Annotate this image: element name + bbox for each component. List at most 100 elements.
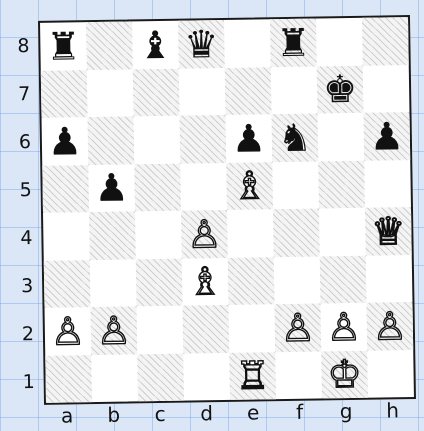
square-e5[interactable]: ♗ xyxy=(226,162,273,210)
square-d7[interactable] xyxy=(179,67,226,115)
piece-h4[interactable]: ♕ xyxy=(371,212,406,251)
rank-label-2: 2 xyxy=(19,323,37,345)
square-e7[interactable] xyxy=(225,67,272,115)
square-f2[interactable]: ♙ xyxy=(274,303,321,351)
square-b7[interactable] xyxy=(87,69,134,117)
piece-a8[interactable]: ♜ xyxy=(46,27,81,66)
rank-label-7: 7 xyxy=(15,83,33,105)
file-label-h: h xyxy=(369,398,415,423)
piece-f2[interactable]: ♙ xyxy=(281,308,316,347)
square-h5[interactable] xyxy=(364,160,411,208)
square-f5[interactable] xyxy=(272,161,319,209)
piece-a2[interactable]: ♙ xyxy=(51,312,86,351)
chessboard: ♜ ♝ ♛ ♜ ♚ ♟ ♟ ♞ ♟ ♟ ♗ ♙ ♕ ♗ ♙ ♙ ♙ ♙ ♙ ♖ ♔ xyxy=(38,15,416,405)
rank-label-6: 6 xyxy=(16,131,34,153)
square-b3[interactable] xyxy=(90,259,137,307)
piece-e5[interactable]: ♗ xyxy=(232,167,267,206)
square-h1[interactable] xyxy=(367,350,414,398)
square-b5[interactable]: ♟ xyxy=(88,164,135,212)
square-f7[interactable] xyxy=(271,66,318,114)
square-d2[interactable] xyxy=(182,305,229,353)
square-g2[interactable]: ♙ xyxy=(320,303,367,351)
piece-h2[interactable]: ♙ xyxy=(372,307,407,346)
piece-f6[interactable]: ♞ xyxy=(278,118,313,157)
square-g8[interactable] xyxy=(316,18,363,66)
square-g7[interactable]: ♚ xyxy=(317,65,364,113)
square-f4[interactable] xyxy=(273,209,320,257)
piece-c8[interactable]: ♝ xyxy=(138,26,173,65)
square-h2[interactable]: ♙ xyxy=(366,302,413,350)
square-e4[interactable] xyxy=(227,209,274,257)
square-g3[interactable] xyxy=(320,255,367,303)
square-d3[interactable]: ♗ xyxy=(182,257,229,305)
square-h8[interactable] xyxy=(362,17,409,65)
piece-g1[interactable]: ♔ xyxy=(327,355,362,394)
file-label-g: g xyxy=(323,399,369,424)
square-a6[interactable]: ♟ xyxy=(42,117,89,165)
piece-d4[interactable]: ♙ xyxy=(187,215,222,254)
square-b4[interactable] xyxy=(89,211,136,259)
square-c1[interactable] xyxy=(137,353,184,401)
piece-e1[interactable]: ♖ xyxy=(235,357,270,396)
file-label-b: b xyxy=(91,402,137,427)
piece-f8[interactable]: ♜ xyxy=(276,23,311,62)
square-c2[interactable] xyxy=(136,306,183,354)
square-c3[interactable] xyxy=(136,258,183,306)
square-c5[interactable] xyxy=(134,163,181,211)
square-f1[interactable] xyxy=(275,351,322,399)
piece-h6[interactable]: ♟ xyxy=(370,117,405,156)
square-g4[interactable] xyxy=(319,208,366,256)
square-d8[interactable]: ♛ xyxy=(178,20,225,68)
square-a1[interactable] xyxy=(45,355,92,403)
square-h3[interactable] xyxy=(366,255,413,303)
square-a3[interactable] xyxy=(44,260,91,308)
square-f6[interactable]: ♞ xyxy=(271,114,318,162)
square-c8[interactable]: ♝ xyxy=(132,21,179,69)
square-a4[interactable] xyxy=(43,212,90,260)
square-e1[interactable]: ♖ xyxy=(229,352,276,400)
square-h6[interactable]: ♟ xyxy=(363,112,410,160)
square-a5[interactable] xyxy=(42,165,89,213)
square-d6[interactable] xyxy=(180,115,227,163)
square-a7[interactable] xyxy=(41,70,88,118)
square-g5[interactable] xyxy=(318,160,365,208)
square-h4[interactable]: ♕ xyxy=(365,207,412,255)
square-b6[interactable] xyxy=(88,116,135,164)
square-e6[interactable]: ♟ xyxy=(225,114,272,162)
square-f8[interactable]: ♜ xyxy=(270,19,317,67)
square-d4[interactable]: ♙ xyxy=(181,210,228,258)
square-b2[interactable]: ♙ xyxy=(91,306,138,354)
rank-label-5: 5 xyxy=(16,179,34,201)
rank-label-4: 4 xyxy=(17,227,35,249)
piece-b5[interactable]: ♟ xyxy=(94,169,129,208)
rank-label-8: 8 xyxy=(14,35,32,57)
piece-a6[interactable]: ♟ xyxy=(48,122,83,161)
square-e2[interactable] xyxy=(228,304,275,352)
square-b1[interactable] xyxy=(91,354,138,402)
square-c7[interactable] xyxy=(133,68,180,116)
square-a2[interactable]: ♙ xyxy=(45,307,92,355)
square-c6[interactable] xyxy=(134,116,181,164)
piece-g2[interactable]: ♙ xyxy=(326,308,361,347)
piece-d3[interactable]: ♗ xyxy=(188,262,223,301)
piece-b2[interactable]: ♙ xyxy=(97,311,132,350)
piece-e6[interactable]: ♟ xyxy=(232,119,267,158)
square-e8[interactable] xyxy=(224,19,271,67)
square-c4[interactable] xyxy=(135,211,182,259)
square-a8[interactable]: ♜ xyxy=(40,22,87,70)
piece-d8[interactable]: ♛ xyxy=(184,25,219,64)
square-f3[interactable] xyxy=(274,256,321,304)
rank-label-1: 1 xyxy=(19,371,37,393)
square-d5[interactable] xyxy=(180,162,227,210)
square-b8[interactable] xyxy=(86,21,133,69)
square-g6[interactable] xyxy=(317,113,364,161)
square-e3[interactable] xyxy=(228,257,275,305)
square-d1[interactable] xyxy=(183,352,230,400)
square-h7[interactable] xyxy=(363,65,410,113)
piece-g7[interactable]: ♚ xyxy=(323,70,358,109)
file-label-d: d xyxy=(183,401,229,426)
square-g1[interactable]: ♔ xyxy=(321,350,368,398)
